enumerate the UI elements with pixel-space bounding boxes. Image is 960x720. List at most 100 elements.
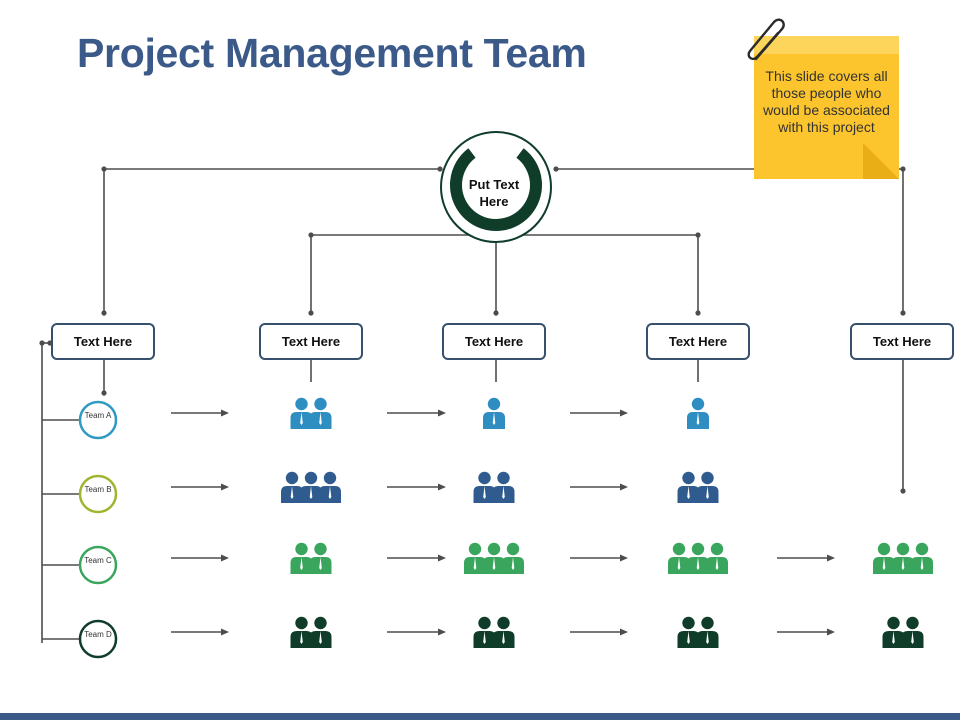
arrow-head — [438, 628, 446, 636]
person-head — [497, 471, 510, 485]
person-head — [887, 616, 900, 630]
person-tie — [882, 557, 886, 570]
role-box-2: Text Here — [259, 323, 363, 360]
person-tie — [309, 486, 313, 499]
people-group-icon — [290, 616, 332, 648]
people-group-icon — [290, 397, 332, 429]
person-tie — [502, 631, 505, 644]
person-icon — [281, 471, 303, 503]
person-head — [701, 616, 714, 630]
person-tie — [483, 631, 486, 644]
person-head — [710, 542, 724, 556]
connector-dot — [101, 310, 107, 316]
person-tie — [687, 486, 690, 499]
connector-lines — [39, 166, 906, 643]
person-icon — [901, 616, 924, 648]
person-icon — [473, 471, 496, 503]
person-head — [314, 542, 327, 556]
people-icons — [281, 397, 933, 648]
person-icon — [473, 616, 496, 648]
arrow-head — [438, 554, 446, 562]
person-tie — [687, 631, 690, 644]
person-tie — [511, 557, 515, 570]
person-tie — [706, 486, 709, 499]
team-circle — [78, 545, 118, 585]
arrow-head — [827, 628, 835, 636]
footer-bar — [0, 713, 960, 720]
person-head — [896, 542, 910, 556]
arrow-head — [827, 554, 835, 562]
person-head — [906, 616, 919, 630]
people-group-icon — [473, 471, 515, 503]
person-tie — [473, 557, 477, 570]
person-tie — [696, 557, 700, 570]
person-icon — [483, 542, 505, 574]
person-head — [295, 616, 308, 630]
person-head — [682, 471, 695, 485]
people-group-icon — [290, 542, 332, 574]
arrow-head — [438, 483, 446, 491]
page-title: Project Management Team — [77, 30, 587, 76]
center-node-label: Put Text Here — [468, 177, 520, 209]
person-head — [295, 542, 308, 556]
person-icon — [483, 397, 505, 429]
person-icon — [687, 397, 709, 429]
people-group-icon — [677, 616, 719, 648]
person-icon — [706, 542, 728, 574]
person-icon — [300, 471, 322, 503]
person-head — [295, 397, 308, 411]
person-head — [468, 542, 482, 556]
person-head — [691, 542, 705, 556]
person-icon — [492, 616, 515, 648]
person-icon — [687, 542, 709, 574]
person-tie — [300, 557, 303, 570]
person-icon — [309, 616, 332, 648]
people-group-icon — [483, 397, 505, 429]
team-circle — [78, 619, 118, 659]
arrow-head — [221, 554, 229, 562]
team-d-label: Team D — [84, 630, 112, 639]
people-group-icon — [882, 616, 924, 648]
person-tie — [677, 557, 681, 570]
person-icon — [309, 397, 332, 429]
person-tie — [892, 631, 895, 644]
person-head — [877, 542, 891, 556]
person-icon — [696, 616, 719, 648]
sticky-note: This slide covers all those people who w… — [754, 36, 899, 179]
team-circle — [78, 400, 118, 440]
person-head — [672, 542, 686, 556]
person-head — [478, 471, 491, 485]
person-icon — [911, 542, 933, 574]
sticky-note-text: This slide covers all those people who w… — [763, 68, 890, 135]
person-tie — [328, 486, 332, 499]
arrow-head — [221, 628, 229, 636]
person-tie — [706, 631, 709, 644]
role-box-4: Text Here — [646, 323, 750, 360]
connector-dot — [900, 310, 906, 316]
person-tie — [502, 486, 505, 499]
person-tie — [483, 486, 486, 499]
person-icon — [290, 397, 313, 429]
person-head — [682, 616, 695, 630]
connector-dot — [493, 310, 499, 316]
arrow-head — [221, 409, 229, 417]
person-tie — [290, 486, 294, 499]
person-tie — [300, 631, 303, 644]
role-box-3: Text Here — [442, 323, 546, 360]
people-group-icon — [464, 542, 524, 574]
arrow-head — [620, 554, 628, 562]
connector-dot — [308, 310, 314, 316]
person-icon — [677, 616, 700, 648]
person-icon — [290, 542, 313, 574]
person-tie — [319, 631, 322, 644]
person-head — [478, 616, 491, 630]
person-tie — [696, 412, 700, 425]
person-tie — [911, 631, 914, 644]
connector-dot — [101, 390, 107, 396]
people-group-icon — [677, 471, 719, 503]
people-group-icon — [281, 471, 341, 503]
team-a-label: Team A — [84, 411, 112, 420]
center-node-arc — [450, 148, 542, 231]
sticky-note-fold — [863, 143, 899, 179]
arrow-head — [620, 409, 628, 417]
